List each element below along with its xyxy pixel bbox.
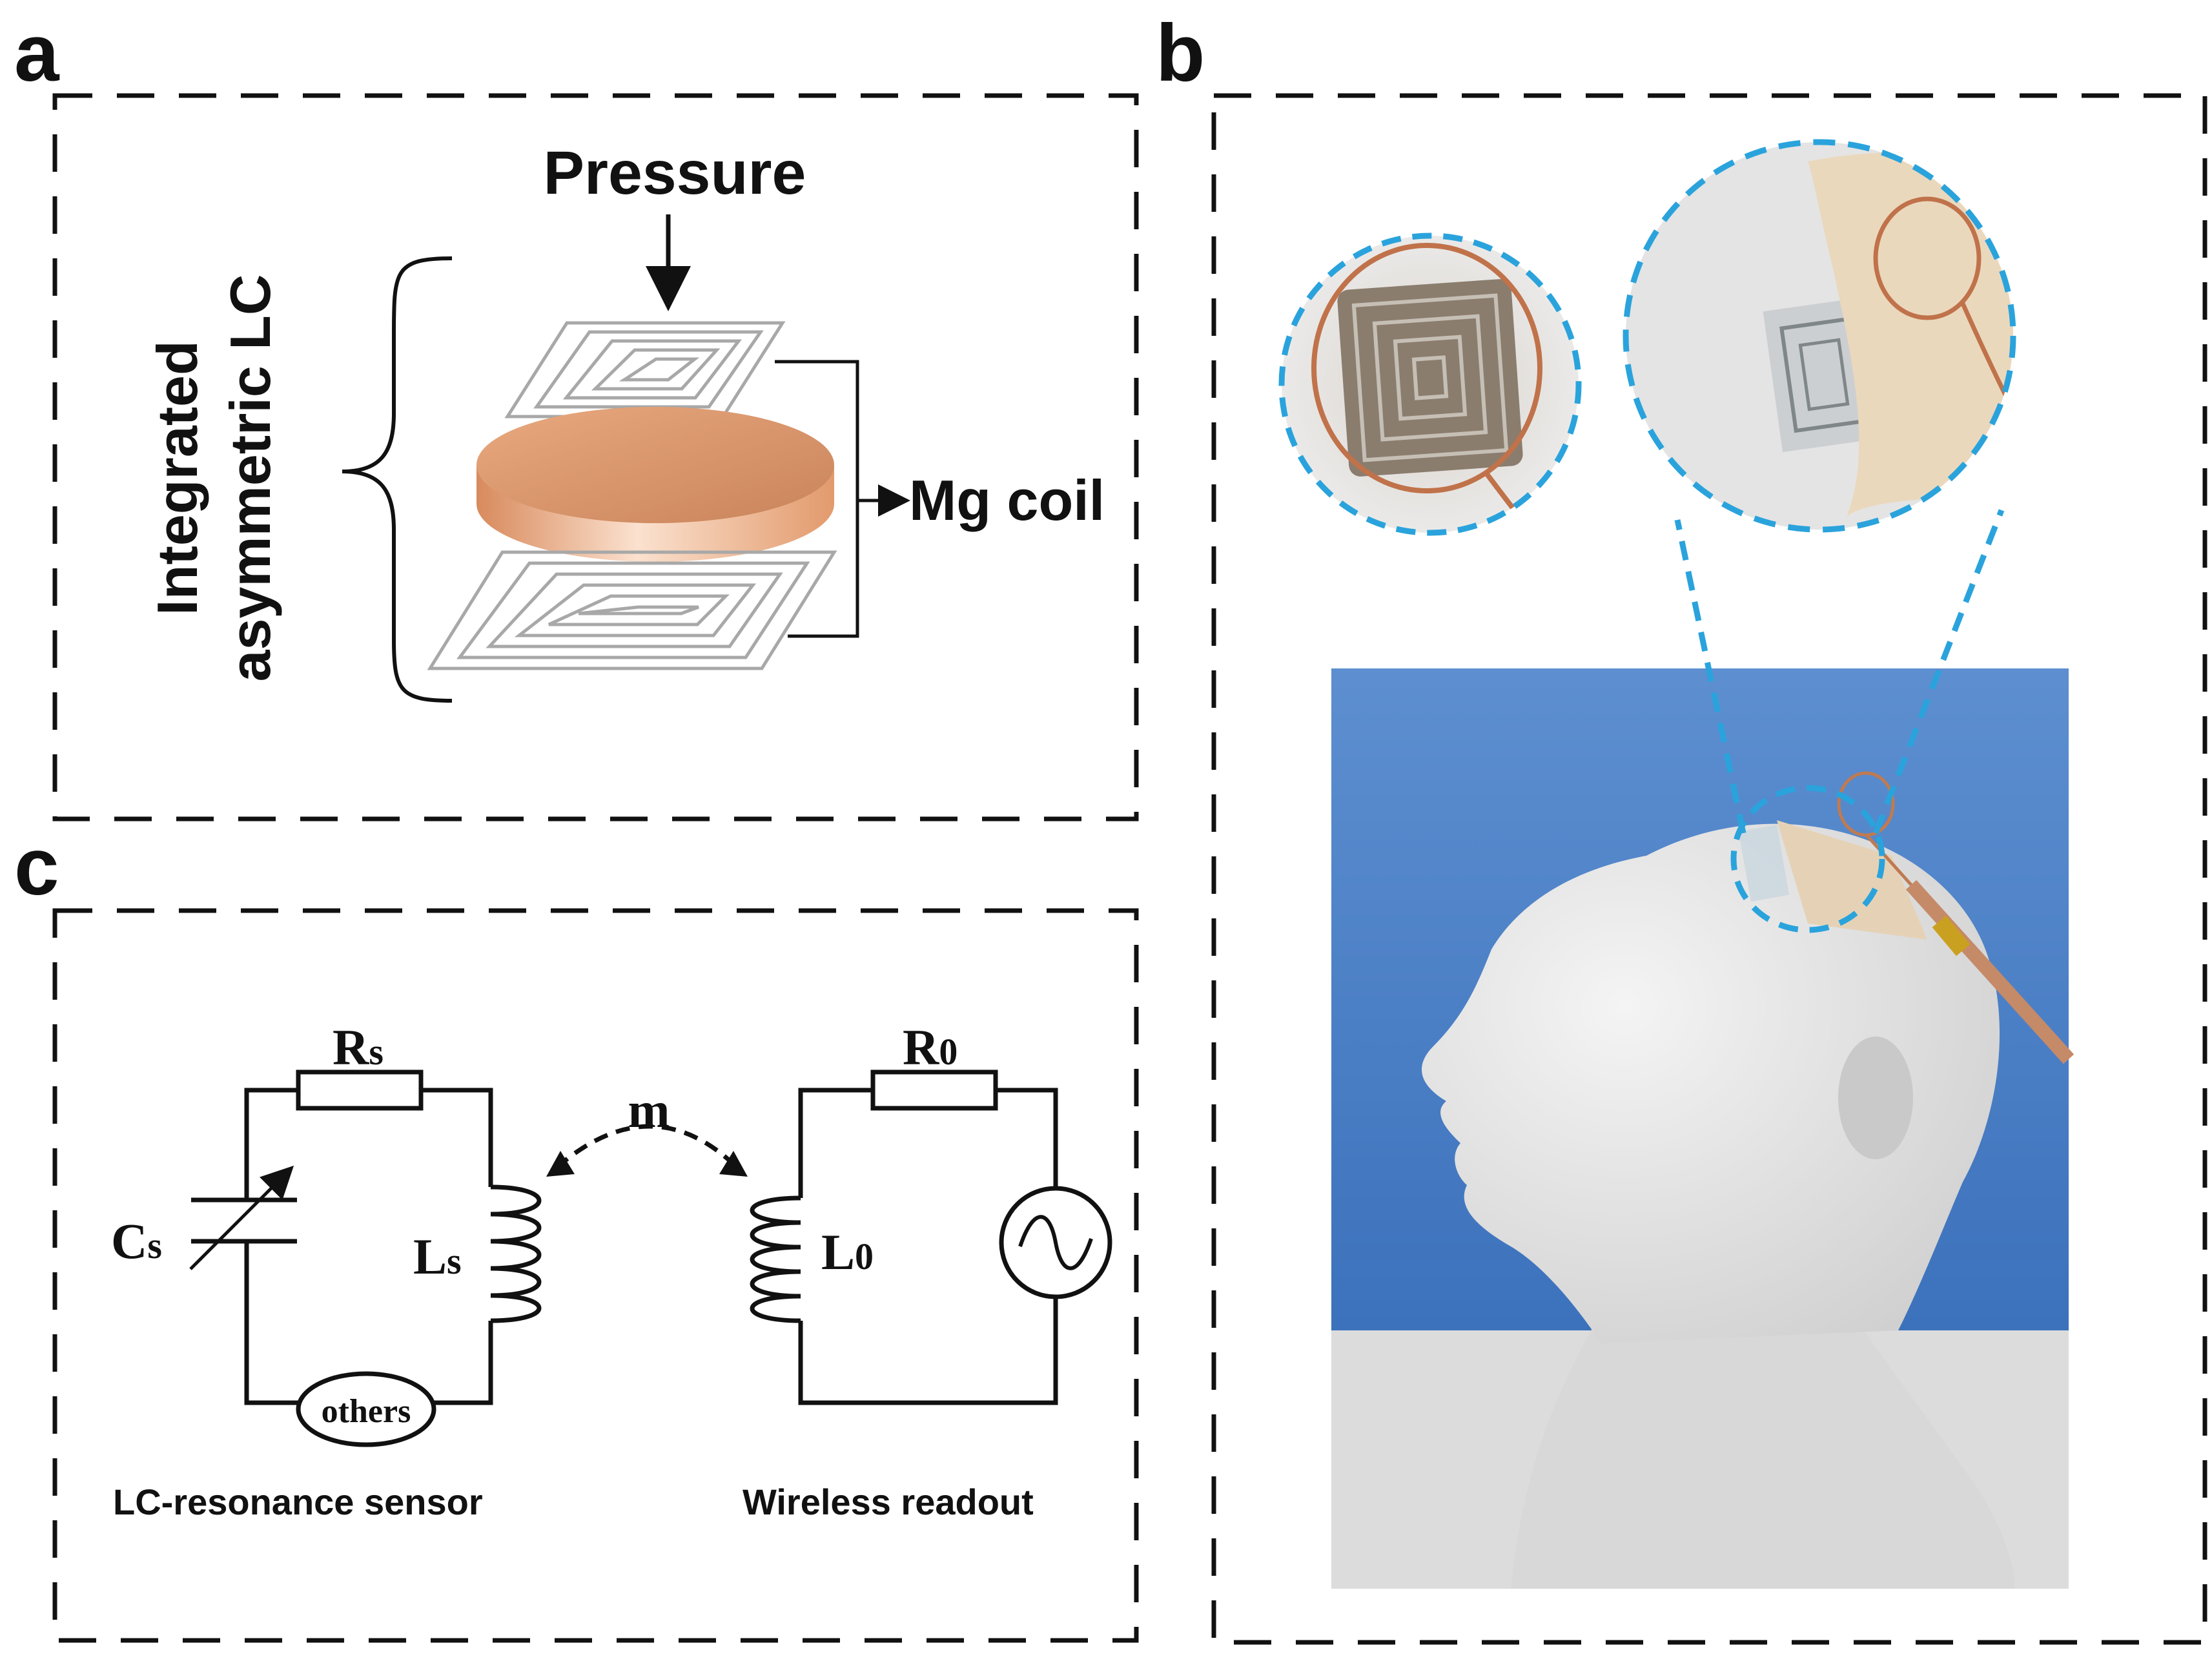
others-label: others xyxy=(322,1393,411,1430)
panel-a-letter: a xyxy=(14,8,60,98)
zoom-line-left xyxy=(1674,519,1746,834)
panel-c-frame xyxy=(52,908,1139,1643)
variable-arrow xyxy=(189,1165,294,1270)
panel-a-frame xyxy=(52,93,1139,821)
coupling-arrow-right xyxy=(719,1151,748,1177)
r0-label: R0 xyxy=(903,1019,958,1075)
panel-c-circuit xyxy=(189,1069,1112,1447)
panel-b-photos xyxy=(1278,139,2074,1589)
curly-brace xyxy=(342,256,453,703)
skin-patch-on-head xyxy=(1777,820,1927,940)
readout-resistor xyxy=(870,1069,998,1111)
panel-c-letter: c xyxy=(14,822,59,912)
readout-loop-wire xyxy=(798,1088,1058,1405)
zoom-photo-skin xyxy=(1626,142,2013,530)
coupling-arrow-left xyxy=(546,1151,575,1177)
others-element xyxy=(296,1371,436,1447)
readout-caption: Wireless readout xyxy=(742,1482,1034,1522)
zoom-circle-small xyxy=(1278,232,1582,536)
readout-inductor xyxy=(750,1195,801,1323)
mg-coil-label: Mg coil xyxy=(909,468,1105,532)
head-highlight-ring xyxy=(1730,785,1885,933)
sensor-inductor xyxy=(490,1184,542,1323)
sensor-loop-wire xyxy=(244,1088,493,1405)
coupling-arc xyxy=(555,1124,739,1170)
top-spiral-coil xyxy=(504,321,786,418)
zoom-photo-sensor xyxy=(1282,236,1579,533)
bottom-spiral-coil xyxy=(427,550,837,670)
zoom-circle-large xyxy=(1623,139,2016,533)
pressure-label: Pressure xyxy=(544,139,806,207)
panel-a-schematic: Pressure Integrated asymmetric LC xyxy=(145,139,1105,703)
mannequin-head xyxy=(1421,823,2000,1343)
ls-label: Ls xyxy=(413,1228,462,1285)
panel-b-frame xyxy=(1211,93,2207,1645)
l0-label: L0 xyxy=(821,1224,874,1280)
cs-label: Cs xyxy=(111,1213,162,1269)
side-label-line2: asymmetric LC xyxy=(218,274,282,682)
zoom-line-right xyxy=(1872,509,2005,834)
mannequin-photo xyxy=(1331,668,2074,1589)
sensor-resistor xyxy=(296,1069,424,1111)
coupling-label: m xyxy=(628,1082,670,1138)
ac-source-wave xyxy=(1018,1215,1093,1270)
rs-label: Rs xyxy=(333,1019,384,1075)
copper-disc xyxy=(476,407,834,562)
side-label-line1: Integrated xyxy=(145,340,209,615)
panel-b-letter: b xyxy=(1156,8,1205,98)
sensor-caption: LC-resonance sensor xyxy=(113,1482,483,1522)
panel-c-labels: Rs Cs Ls others m R0 L0 LC-resonance sen… xyxy=(111,1019,1034,1522)
